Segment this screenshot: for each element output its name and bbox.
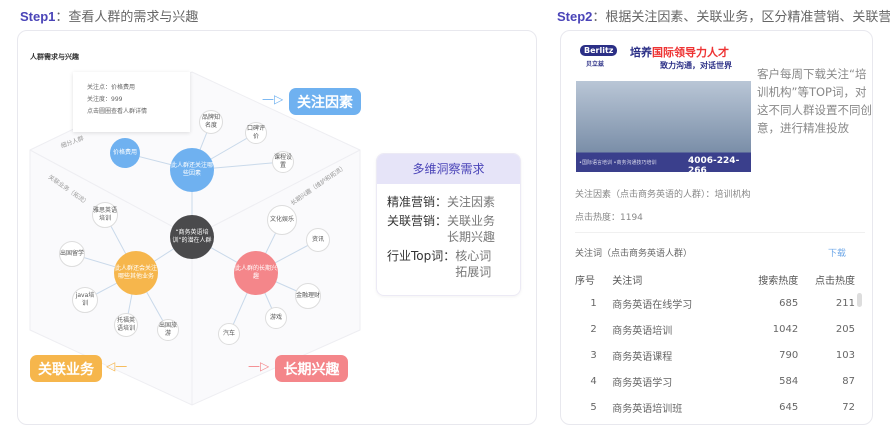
- insight-value: 核心词: [455, 249, 492, 263]
- insight-value: 长期兴趣: [447, 230, 496, 244]
- download-link[interactable]: 下载: [828, 249, 847, 259]
- interest-item-node[interactable]: 文化娱乐: [267, 205, 297, 235]
- factor-item-node[interactable]: 品牌知名度: [199, 110, 223, 134]
- interest-item-node[interactable]: 汽车: [218, 323, 240, 345]
- related-business-tag: 关联业务: [30, 355, 102, 382]
- interest-item-node[interactable]: 游戏: [265, 307, 287, 329]
- insight-key: 精准营销：: [387, 195, 448, 209]
- interest-item-node[interactable]: 资讯: [306, 228, 330, 252]
- price-node[interactable]: 价格费用: [110, 138, 140, 168]
- interest-node[interactable]: 此人群的长期兴趣: [234, 251, 278, 295]
- insight-key: 行业Top词：: [387, 249, 456, 263]
- tooltip: 关注点：价格费用 关注度：999 点击圆圈查看人群详情: [73, 72, 190, 132]
- related-item-node[interactable]: 出国留学: [59, 241, 85, 267]
- focus-factor-tag: 关注因素: [289, 88, 361, 115]
- ad-subline: 致力沟通，对话世界: [660, 61, 732, 70]
- table-header: 序号关注词搜索热度点击热度: [575, 275, 855, 287]
- words-title: 关注词（点击商务英语人群）: [575, 249, 693, 259]
- ad-note: 客户每周下载关注“培训机构”等TOP词，对这不同人群设置不同创意，进行精准投放: [757, 67, 872, 135]
- step2-heading: Step2：根据关注因素、关联业务，区分精准营销、关联营销: [557, 9, 890, 25]
- center-node[interactable]: “商务英语培训”的潜在人群: [170, 215, 214, 259]
- arrow-left-icon: ◁—: [106, 359, 128, 373]
- focus-factor-text: 关注因素（点击商务英语的人群）：培训机构: [575, 190, 751, 200]
- ad-headline: 培养国际领导力人才: [630, 46, 729, 59]
- related-item-node[interactable]: 雅思英语培训: [92, 202, 118, 228]
- insight-key: 关联营销：: [387, 214, 448, 228]
- ad-footer: •国际语言培训 •商务沟通技巧培训: [579, 160, 657, 166]
- long-term-interest-tag: 长期兴趣: [275, 355, 348, 382]
- insight-title: 多维洞察需求: [377, 154, 520, 184]
- factor-node[interactable]: 此人群还关注哪些因素: [170, 148, 214, 192]
- ad-phone: 4006-224-266: [688, 156, 740, 172]
- table-scrollbar[interactable]: [857, 293, 862, 307]
- related-item-node[interactable]: java培训: [72, 287, 98, 313]
- insight-value: 拓展词: [455, 265, 492, 279]
- arrow-right-icon: —▷: [262, 92, 284, 106]
- factor-item-node[interactable]: 口碑评价: [245, 122, 267, 144]
- tooltip-focus: 关注点：价格费用: [87, 84, 136, 91]
- step1-heading: Step1：查看人群的需求与兴趣: [20, 9, 199, 25]
- berlitz-logo: Berlitz: [580, 45, 618, 56]
- panel-title: 人群需求与兴趣: [30, 53, 79, 61]
- divider: [575, 232, 865, 233]
- tooltip-degree: 关注度：999: [87, 96, 123, 103]
- click-heat-text: 点击热度：1194: [575, 213, 643, 223]
- arrow-right-icon: —▷: [248, 359, 270, 373]
- related-item-node[interactable]: 托福英语培训: [114, 313, 138, 337]
- ad-banner-image[interactable]: Berlitz 贝立兹 培养国际领导力人才 致力沟通，对话世界 •国际语言培训 …: [576, 42, 751, 172]
- tooltip-hint: 点击圆圈查看人群详情: [87, 108, 148, 115]
- insight-value: 关注因素: [447, 195, 496, 209]
- related-item-node[interactable]: 出国旅游: [157, 319, 179, 341]
- insight-box: 多维洞察需求 精准营销：关注因素 关联营销：关联业务长期兴趣 行业Top词：核心…: [376, 153, 521, 296]
- related-node[interactable]: 此人群还会关注哪些其他业务: [114, 251, 158, 295]
- insight-value: 关联业务: [447, 214, 496, 228]
- interest-item-node[interactable]: 金融理财: [295, 283, 321, 309]
- brand-cn: 贝立兹: [586, 61, 605, 68]
- factor-item-node[interactable]: 课程设置: [272, 151, 294, 173]
